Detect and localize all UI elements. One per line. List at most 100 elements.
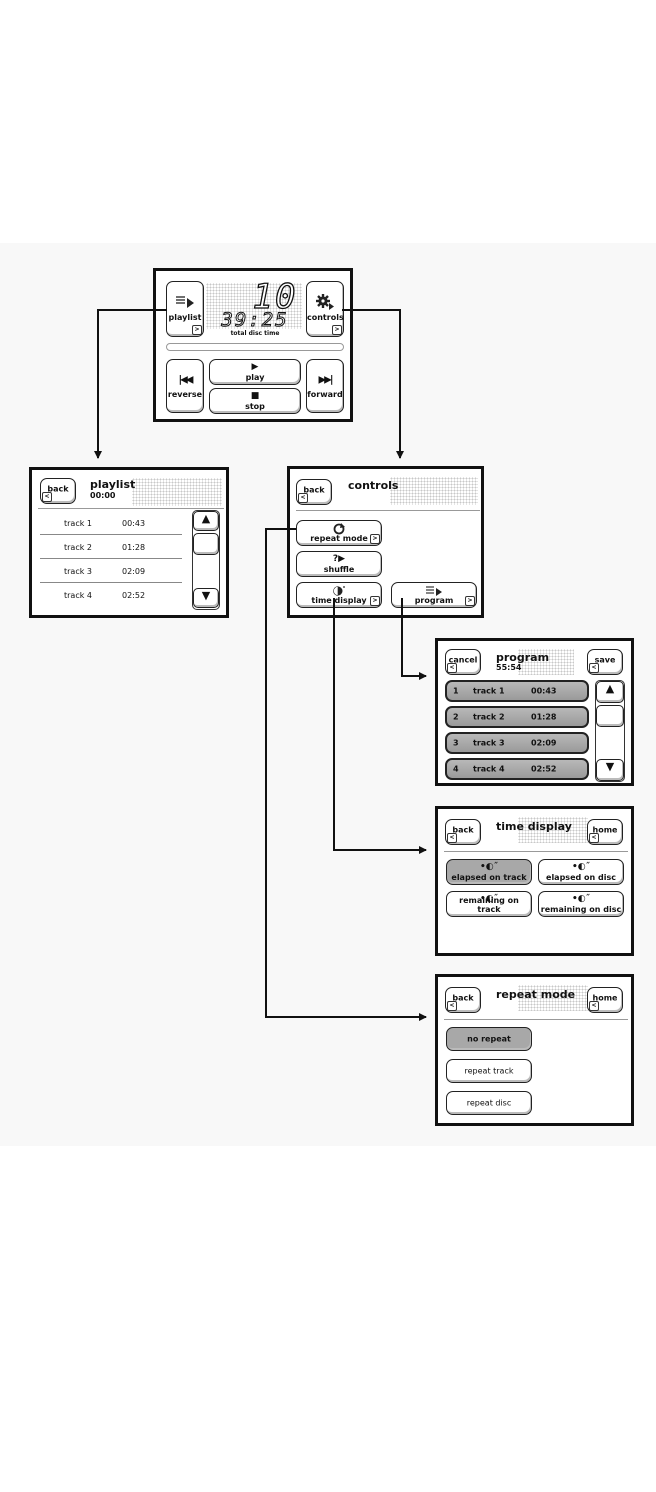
track-name: track 4 xyxy=(473,764,505,774)
disc-time: 39:25 xyxy=(221,309,289,332)
track-time: 02:52 xyxy=(122,591,146,600)
track-name[interactable]: track 3 xyxy=(64,567,92,576)
main-screen: playlist > 10 39:25 total disc time cont… xyxy=(153,268,353,422)
cancel-label: cancel xyxy=(448,655,478,665)
arrow-up-icon: ▲ xyxy=(201,512,211,525)
save-button[interactable]: save < xyxy=(587,649,623,675)
scroll-thumb[interactable] xyxy=(596,705,624,727)
arrow-down-icon: ▼ xyxy=(201,589,211,602)
chevron-right-icon: > xyxy=(192,325,202,335)
back-button[interactable]: back < xyxy=(40,478,76,504)
dot-texture xyxy=(518,649,574,675)
repeat-track-button[interactable]: repeat track xyxy=(446,1059,532,1083)
scroll-down-button[interactable]: ▼ xyxy=(596,759,624,781)
controls-title: controls xyxy=(348,479,399,492)
time-display-button[interactable]: time display > xyxy=(296,582,382,608)
track-time: 00:43 xyxy=(531,686,557,696)
track-name[interactable]: track 4 xyxy=(64,591,92,600)
scroll-thumb[interactable] xyxy=(193,533,219,555)
playlist-button[interactable]: playlist > xyxy=(166,281,204,337)
play-button[interactable]: ▶ play xyxy=(209,359,301,385)
reverse-icon: |◀◀ xyxy=(178,374,193,386)
back-button[interactable]: back < xyxy=(445,987,481,1013)
clock-icon: •◐˝ xyxy=(571,894,591,904)
program-row[interactable]: 3 track 3 02:09 xyxy=(445,732,589,754)
repeat-disc-button[interactable]: repeat disc xyxy=(446,1091,532,1115)
track-number: 10 xyxy=(252,276,298,317)
no-repeat-button[interactable]: no repeat xyxy=(446,1027,532,1051)
scroll-up-button[interactable]: ▲ xyxy=(193,511,219,531)
chevron-left-icon: < xyxy=(589,833,599,843)
track-time: 02:09 xyxy=(122,567,146,576)
repeat-mode-screen: back < repeat mode home < no repeat repe… xyxy=(435,974,634,1126)
option-label: elapsed on disc xyxy=(546,873,616,882)
back-label: back xyxy=(47,484,69,494)
playlist-screen: back < playlist 00:00 track 1 00:43 trac… xyxy=(29,467,229,618)
chevron-left-icon: < xyxy=(589,663,599,673)
reverse-button[interactable]: |◀◀ reverse xyxy=(166,359,204,413)
track-name[interactable]: track 1 xyxy=(64,519,92,528)
track-number: 4 xyxy=(453,764,459,774)
time-display-title: time display xyxy=(496,820,572,833)
chevron-left-icon: < xyxy=(447,1001,457,1011)
track-time: 00:43 xyxy=(122,519,146,528)
time-display-label: time display xyxy=(311,596,367,605)
program-button[interactable]: program > xyxy=(391,582,477,608)
scroll-down-button[interactable]: ▼ xyxy=(193,588,219,608)
program-row[interactable]: 1 track 1 00:43 xyxy=(445,680,589,702)
elapsed-on-disc-button[interactable]: •◐˝ elapsed on disc xyxy=(538,859,624,885)
clock-icon: •◐˝ xyxy=(479,894,499,904)
chevron-left-icon: < xyxy=(589,1001,599,1011)
controls-screen: back < controls repeat mode > ?▶ shuffle… xyxy=(287,466,484,618)
track-name: track 2 xyxy=(473,712,505,722)
remaining-on-disc-button[interactable]: •◐˝ remaining on disc xyxy=(538,891,624,917)
row-divider xyxy=(40,534,182,535)
chevron-right-icon: > xyxy=(370,596,380,606)
forward-button[interactable]: ▶▶| forward xyxy=(306,359,344,413)
option-label: remaining on disc xyxy=(540,905,622,914)
home-label: home xyxy=(592,993,618,1003)
progress-bar xyxy=(166,343,344,351)
divider xyxy=(38,508,224,509)
program-row[interactable]: 2 track 2 01:28 xyxy=(445,706,589,728)
program-row[interactable]: 4 track 4 02:52 xyxy=(445,758,589,780)
repeat-mode-title: repeat mode xyxy=(496,988,576,1001)
home-button[interactable]: home < xyxy=(587,987,623,1013)
shuffle-button[interactable]: ?▶ shuffle xyxy=(296,551,382,577)
stop-label: stop xyxy=(245,402,265,411)
dot-texture xyxy=(518,817,588,843)
track-name[interactable]: track 2 xyxy=(64,543,92,552)
divider xyxy=(296,510,480,511)
divider xyxy=(444,851,628,852)
chevron-left-icon: < xyxy=(447,833,457,843)
arrow-down-icon: ▼ xyxy=(605,760,615,773)
stop-button[interactable]: ■ stop xyxy=(209,388,301,414)
option-label: elapsed on track xyxy=(451,873,527,882)
divider xyxy=(444,1019,628,1020)
chevron-right-icon: > xyxy=(332,325,342,335)
scroll-up-button[interactable]: ▲ xyxy=(596,681,624,703)
back-label: back xyxy=(303,485,325,495)
option-label: repeat disc xyxy=(466,1098,512,1108)
dot-texture xyxy=(206,283,302,329)
shuffle-label: shuffle xyxy=(323,565,355,574)
track-number: 3 xyxy=(453,738,459,748)
elapsed-on-track-button[interactable]: •◐˝ elapsed on track xyxy=(446,859,532,885)
playlist-label: playlist xyxy=(168,313,202,322)
program-label: program xyxy=(414,596,454,605)
back-label: back xyxy=(452,825,474,835)
remaining-on-track-button[interactable]: •◐˝ remaining on track xyxy=(446,891,532,917)
forward-icon: ▶▶| xyxy=(318,374,333,386)
program-title: program xyxy=(496,651,550,664)
back-button[interactable]: back < xyxy=(296,479,332,505)
controls-button[interactable]: controls > xyxy=(306,281,344,337)
home-button[interactable]: home < xyxy=(587,819,623,845)
save-label: save xyxy=(594,655,616,665)
home-label: home xyxy=(592,825,618,835)
track-time: 01:28 xyxy=(531,712,557,722)
playlist-icon xyxy=(426,586,442,596)
cancel-button[interactable]: cancel < xyxy=(445,649,481,675)
back-button[interactable]: back < xyxy=(445,819,481,845)
repeat-mode-button[interactable]: repeat mode > xyxy=(296,520,382,546)
play-label: play xyxy=(245,373,265,382)
